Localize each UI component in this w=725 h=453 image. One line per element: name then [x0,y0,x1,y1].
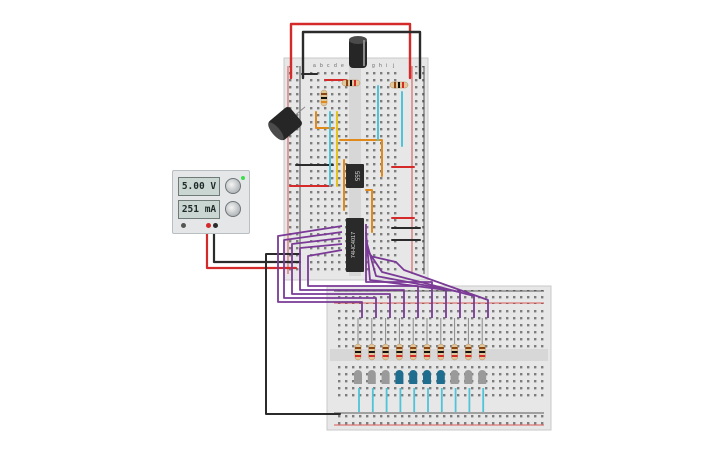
wire-black-ground [265,253,341,415]
ground-terminal-icon [181,223,186,228]
chip-74hc4017: 74HC4017 [346,218,364,272]
led-column [464,318,473,412]
led-gray [450,370,459,384]
chip-555-label: 555 [353,171,359,182]
svg-text:b: b [320,63,323,69]
led-column [395,318,404,412]
current-display: 251 mA [178,200,220,219]
current-knob[interactable] [225,201,241,217]
negative-terminal-icon[interactable] [213,223,218,228]
svg-text:d: d [334,63,337,69]
rail-top [334,290,544,304]
svg-text:e: e [341,63,344,69]
positive-terminal-icon[interactable] [206,223,211,228]
voltage-display: 5.00 V [178,177,220,196]
led-blue [395,370,404,384]
led-column [409,318,418,412]
wire-black-top [301,30,422,80]
electrolytic-capacitor-top [349,36,367,68]
component-resistors-top [320,79,409,107]
svg-text:g: g [372,63,375,69]
led-gray [381,370,390,384]
led-blue [436,370,445,384]
led-blue [423,370,431,384]
led-column [381,318,390,412]
led-gray [367,370,376,384]
led-gray [464,370,473,384]
led-gray [354,370,362,384]
led-row [354,318,487,412]
wires [205,22,422,415]
voltage-knob[interactable] [225,178,241,194]
chip-counter-label: 74HC4017 [351,232,357,258]
rail-right [411,66,425,274]
svg-text:a: a [313,63,316,69]
svg-text:i: i [386,63,387,69]
led-blue [409,370,418,384]
led-column [436,318,445,412]
svg-text:h: h [379,63,382,69]
strip-top [334,310,544,348]
rail-bottom [334,412,544,426]
led-column [478,318,487,412]
electrolytic-capacitor-side [268,106,306,141]
led-column [367,318,376,412]
svg-text:j: j [392,63,394,69]
led-column [354,318,362,412]
wire-red-top [289,22,412,80]
chip-555: 555 [346,164,364,188]
wires-purple [277,224,489,318]
wire-black-psu [212,224,302,264]
power-supply: 5.00 V 251 mA [172,170,250,234]
led-gray [478,370,487,384]
power-led-icon [241,176,245,180]
svg-text:c: c [327,63,330,69]
led-column [423,318,431,412]
led-column [450,318,459,412]
